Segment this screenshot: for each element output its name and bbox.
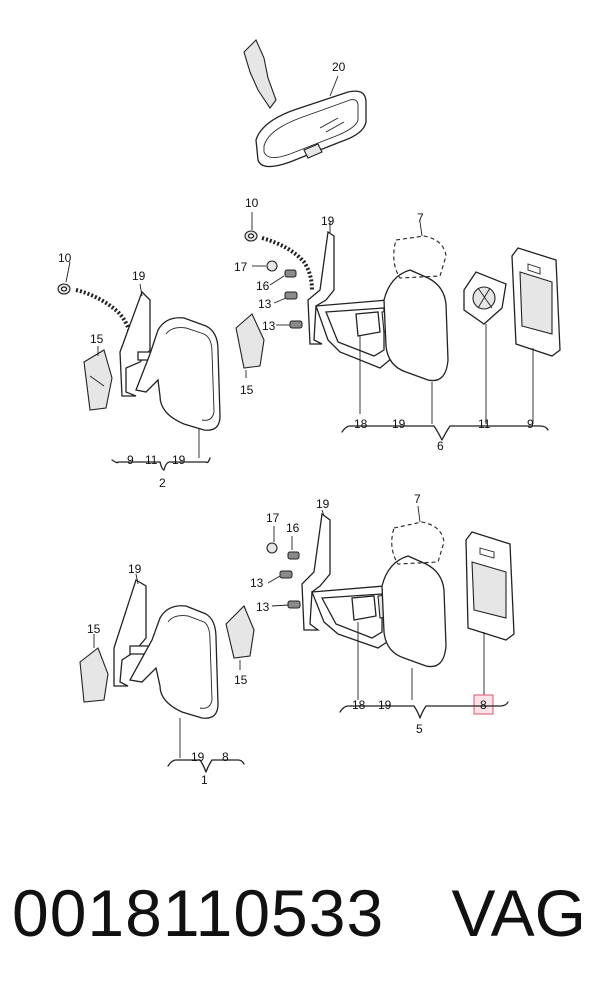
callout-17-lower: 17	[266, 511, 280, 525]
footer: 0018110533 VAG	[0, 868, 600, 978]
group2-item-11: 11	[145, 453, 158, 467]
group1-label: 1	[201, 773, 208, 787]
group6-item-19: 19	[392, 417, 406, 431]
callout-10-left: 10	[58, 251, 72, 265]
mirror-assembly-2	[57, 261, 221, 471]
interior-mirror	[243, 39, 367, 168]
highlighted-part-8-box	[473, 694, 494, 715]
callout-10-right: 10	[245, 196, 259, 210]
callout-15-lower-left: 15	[87, 622, 101, 636]
callout-20: 20	[332, 60, 346, 74]
callout-17-upper: 17	[234, 260, 248, 274]
group1-item-8: 8	[222, 750, 229, 764]
callout-19-lower-left: 19	[128, 562, 142, 576]
group5-label: 5	[416, 722, 423, 736]
group6-label: 6	[437, 439, 444, 453]
brand-name: VAG	[451, 876, 586, 950]
group6-item-18: 18	[354, 417, 368, 431]
exploded-parts-diagram: 20 10 19 15 9 11 19 2	[57, 39, 561, 787]
callout-13-lower-a: 13	[250, 576, 264, 590]
mirror-assembly-6	[235, 212, 561, 441]
callout-19-left: 19	[132, 269, 146, 283]
part-number: 0018110533	[12, 876, 385, 950]
group1-item-19: 19	[191, 750, 205, 764]
callout-15-left: 15	[90, 332, 104, 346]
callout-15-upper-right: 15	[240, 383, 254, 397]
group5-item-18: 18	[352, 698, 366, 712]
group5-item-8: 8	[480, 698, 487, 712]
group2-label: 2	[159, 476, 166, 490]
callout-7-upper: 7	[417, 211, 424, 225]
callout-19-upper-right: 19	[321, 214, 335, 228]
mirror-assembly-1	[79, 573, 255, 773]
group6-item-11: 11	[478, 417, 491, 431]
callout-16-lower: 16	[286, 521, 300, 535]
callout-13-lower-b: 13	[256, 600, 270, 614]
callout-13-upper-a: 13	[258, 297, 272, 311]
mirror-assembly-5	[266, 505, 515, 719]
group2-item-19: 19	[172, 453, 186, 467]
callout-13-upper-b: 13	[262, 319, 276, 333]
group6-item-9: 9	[527, 417, 534, 431]
callout-19-lower-right: 19	[316, 497, 330, 511]
callout-16-upper: 16	[256, 279, 270, 293]
callout-7-lower: 7	[414, 492, 421, 506]
group5-item-19: 19	[378, 698, 392, 712]
callout-15-lower-right: 15	[234, 673, 248, 687]
group2-item-9: 9	[127, 453, 134, 467]
